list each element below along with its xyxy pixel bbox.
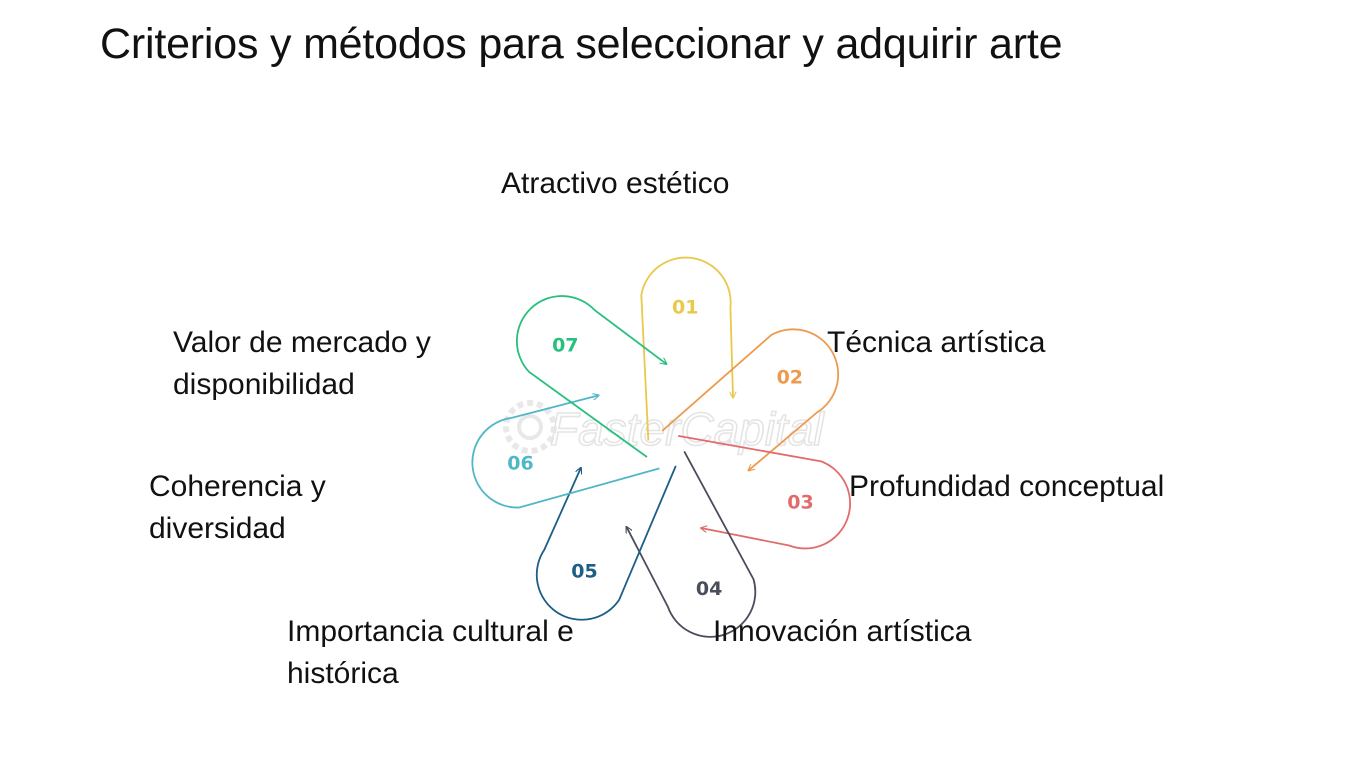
step-number-03: 03 (787, 492, 813, 514)
step-label-05: Importancia cultural e histórica (287, 611, 574, 695)
step-label-line: Técnica artística (827, 326, 1046, 359)
petal-04 (627, 451, 757, 638)
step-number-01: 01 (672, 296, 698, 318)
watermark-text: FasterCapital (550, 403, 825, 455)
step-number-05: 05 (571, 561, 597, 583)
step-label-line: Innovación artística (713, 615, 972, 648)
step-label-line: Importancia cultural e (287, 615, 574, 648)
gear-icon (503, 400, 557, 454)
petal-05 (535, 465, 677, 621)
step-label-06: Coherencia y diversidad (149, 466, 326, 550)
page-title: Criterios y métodos para seleccionar y a… (100, 20, 1063, 68)
watermark: FasterCapital (503, 400, 826, 456)
step-label-line: Profundidad conceptual (849, 470, 1165, 503)
petal-06 (471, 396, 660, 509)
petal-01 (640, 256, 733, 441)
petal-03 (678, 435, 852, 550)
petal-02 (661, 328, 840, 470)
step-label-03: Profundidad conceptual (849, 466, 1164, 508)
step-label-07: Valor de mercado y disponibilidad (173, 322, 431, 406)
step-number-02: 02 (777, 366, 803, 388)
step-label-line: Atractivo estético (501, 167, 730, 200)
petals: 01 02 03 04 05 06 07 (471, 256, 852, 638)
step-label-line: disponibilidad (173, 368, 355, 401)
step-number-07: 07 (552, 335, 578, 357)
step-label-line: diversidad (149, 512, 286, 545)
step-label-01: Atractivo estético (501, 163, 729, 205)
step-label-02: Técnica artística (827, 322, 1045, 364)
petal-07 (516, 295, 666, 458)
step-label-line: Coherencia y (149, 470, 326, 503)
step-label-04: Innovación artística (713, 611, 971, 653)
step-number-04: 04 (696, 578, 722, 600)
step-number-06: 06 (507, 452, 533, 474)
step-label-line: histórica (287, 657, 399, 690)
step-label-line: Valor de mercado y (173, 326, 431, 359)
